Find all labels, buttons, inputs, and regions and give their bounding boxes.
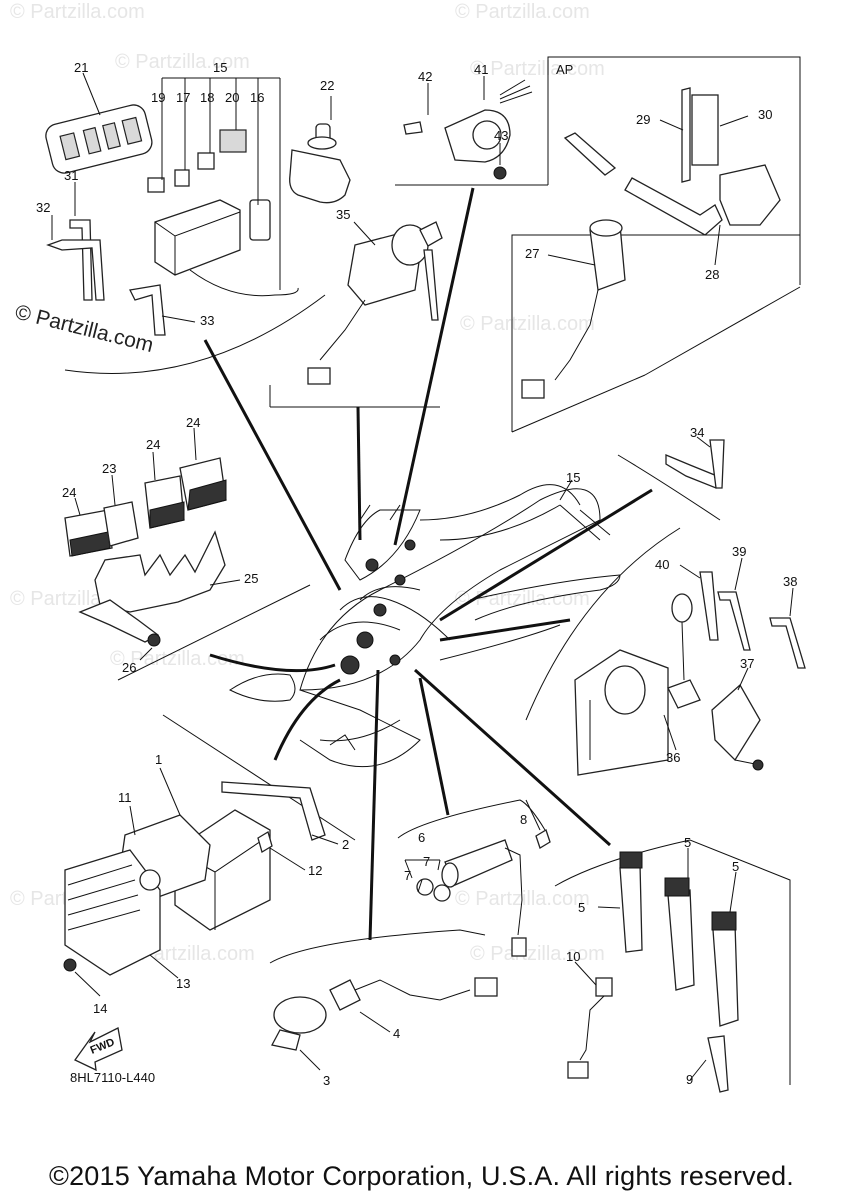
callout-26: 26	[122, 660, 136, 675]
callout-42: 42	[418, 69, 432, 84]
callout-5: 5	[732, 859, 739, 874]
callout-9: 9	[686, 1072, 693, 1087]
callout-21: 21	[74, 60, 88, 75]
callout-20: 20	[225, 90, 239, 105]
callout-6: 6	[418, 830, 425, 845]
watermark: © Partzilla.com	[460, 313, 595, 335]
relay-group	[64, 427, 336, 681]
callout-2: 2	[342, 837, 349, 852]
callout-13: 13	[176, 976, 190, 991]
callout-5: 5	[684, 835, 691, 850]
callout-37: 37	[740, 656, 754, 671]
watermark: © Partzilla.com	[455, 588, 590, 610]
callout-19: 19	[151, 90, 165, 105]
watermark: © Partzilla.com	[470, 58, 605, 80]
callout-7: 7	[423, 854, 430, 869]
callout-10: 10	[566, 949, 580, 964]
key-switch-group	[269, 96, 443, 541]
callout-27: 27	[525, 246, 539, 261]
callout-15: 15	[213, 60, 227, 75]
speed-sensor-group	[397, 677, 551, 957]
callout-5: 5	[578, 900, 585, 915]
watermark: © Partzilla.com	[110, 648, 245, 670]
callout-24: 24	[186, 415, 200, 430]
watermark: © Partzilla.com	[10, 1, 145, 23]
callout-15: 15	[566, 470, 580, 485]
watermark: © Partzilla.com	[455, 1, 590, 23]
callout-4: 4	[393, 1026, 400, 1041]
callout-17: 17	[176, 90, 190, 105]
callout-24: 24	[62, 485, 76, 500]
callout-40: 40	[655, 557, 669, 572]
callout-1: 1	[155, 752, 162, 767]
callout-7: 7	[404, 868, 411, 883]
watermark-dark: © Partzilla.com	[13, 301, 156, 358]
callout-23: 23	[102, 461, 116, 476]
callout-39: 39	[732, 544, 746, 559]
callout-34: 34	[690, 425, 704, 440]
diagram-code: 8HL7110-L440	[70, 1070, 156, 1085]
control-unit-group: FWD	[63, 678, 356, 1072]
callout-3: 3	[323, 1073, 330, 1088]
callout-24: 24	[146, 437, 160, 452]
callout-28: 28	[705, 267, 719, 282]
callout-38: 38	[783, 574, 797, 589]
callout-25: 25	[244, 571, 258, 586]
callout-41: 41	[474, 62, 488, 77]
ap-accessory-box: AP	[511, 56, 801, 433]
fuse-box-group	[45, 72, 342, 591]
callout-22: 22	[320, 78, 334, 93]
callout-36: 36	[666, 750, 680, 765]
sender-group	[413, 668, 791, 1093]
watermark: © Partzilla.com	[115, 51, 250, 73]
callout-18: 18	[200, 90, 214, 105]
right-strap-group	[439, 436, 806, 776]
callout-30: 30	[758, 107, 772, 122]
callout-11: 11	[118, 790, 132, 805]
group-label-ap: AP	[556, 62, 573, 77]
callout-33: 33	[200, 313, 214, 328]
callout-31: 31	[64, 168, 78, 183]
callout-35: 35	[336, 207, 350, 222]
callout-labels: 1 2 3 4 5 5 5 5 6 7 7 8 9 10 11 12 13 14…	[36, 60, 797, 1088]
callout-12: 12	[308, 863, 322, 878]
callout-43: 43	[494, 128, 508, 143]
sensor-group-41	[393, 76, 548, 546]
callout-14: 14	[93, 1001, 107, 1016]
callout-16: 16	[250, 90, 264, 105]
pressure-sensor-group	[269, 669, 498, 1071]
callout-32: 32	[36, 200, 50, 215]
callout-29: 29	[636, 112, 650, 127]
watercraft-body	[229, 479, 621, 768]
callout-8: 8	[520, 812, 527, 827]
copyright-notice: ©2015 Yamaha Motor Corporation, U.S.A. A…	[48, 1161, 795, 1191]
watermark: © Partzilla.com	[470, 943, 605, 965]
